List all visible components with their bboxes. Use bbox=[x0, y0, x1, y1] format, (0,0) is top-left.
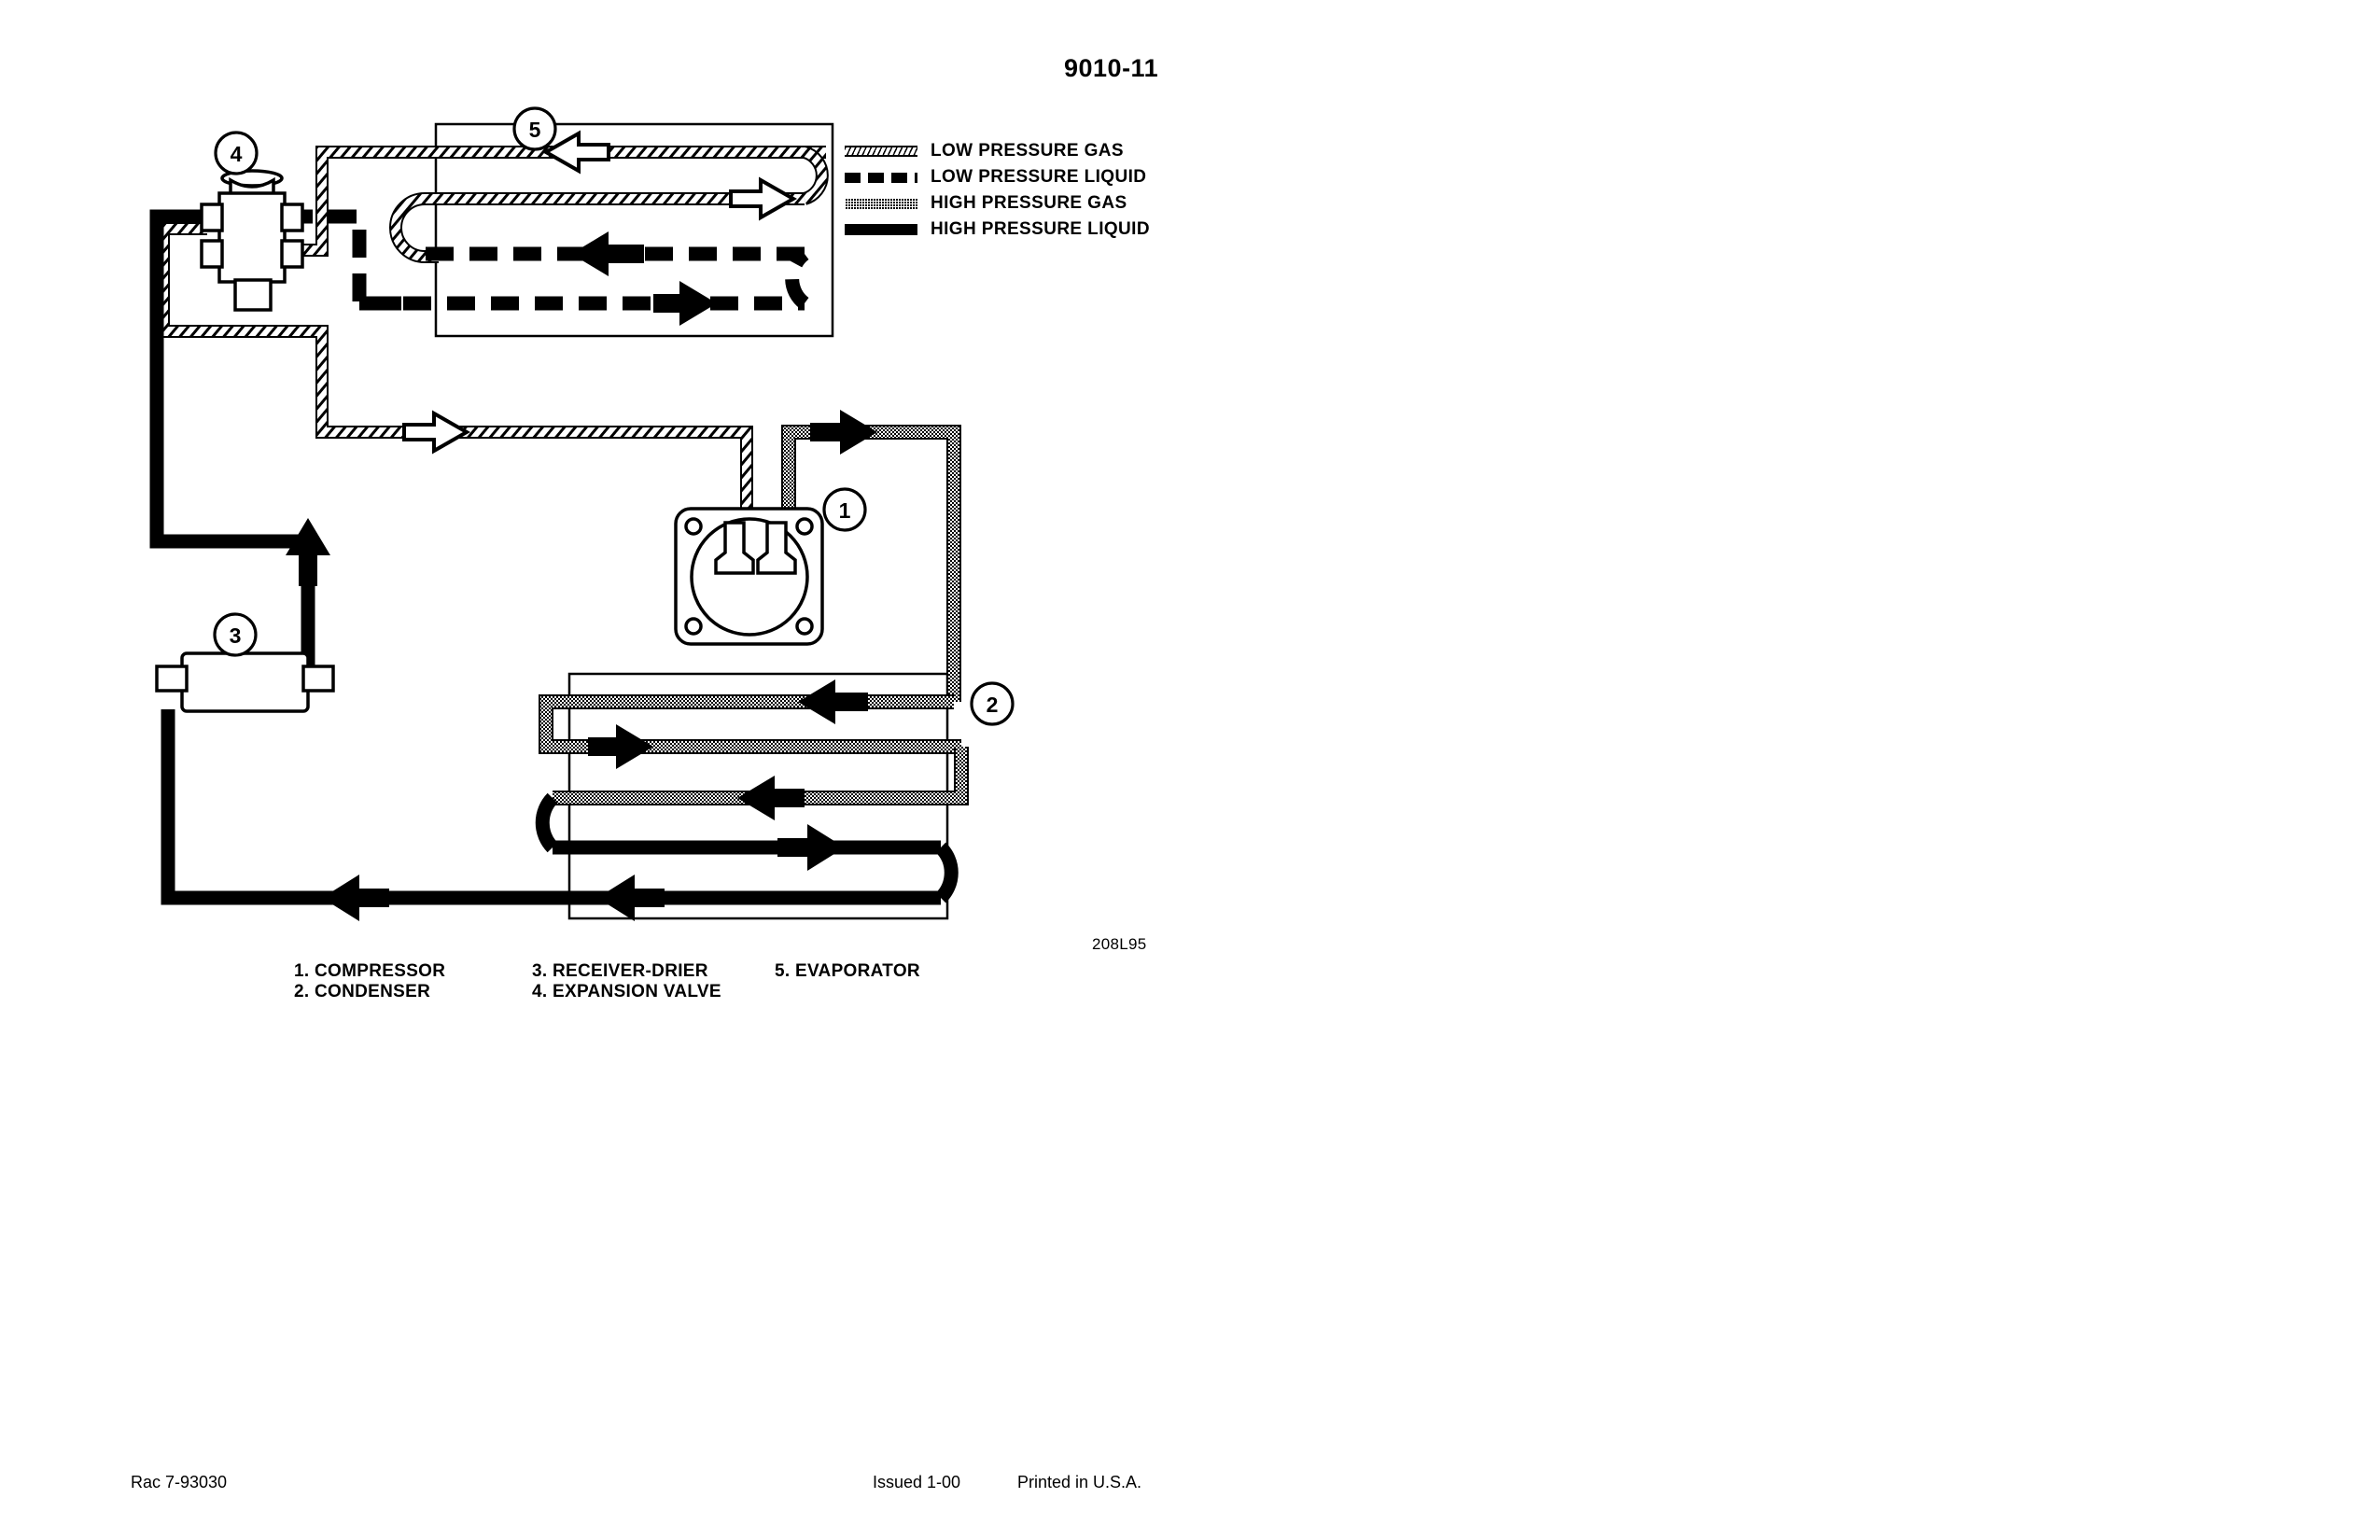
hpg-arrowheads bbox=[588, 410, 877, 820]
arrow-hpl-cond-pass3 bbox=[777, 824, 845, 871]
compressor-bolt-hole bbox=[684, 617, 703, 636]
component-list-item: 4. EXPANSION VALVE bbox=[532, 982, 721, 1001]
component-list-item: 3. RECEIVER-DRIER bbox=[532, 961, 708, 981]
legend-item-high-pressure-liquid: HIGH PRESSURE LIQUID bbox=[845, 217, 1150, 243]
arrow-hpl-cond-bottom-inner bbox=[597, 875, 665, 921]
callout-label: 2 bbox=[987, 693, 999, 717]
low-pressure-gas-swatch-icon bbox=[845, 146, 917, 157]
hpl-drier-to-valve bbox=[149, 209, 315, 670]
footer-print-origin: Printed in U.S.A. bbox=[1017, 1473, 1142, 1491]
page-number: 9010-11 bbox=[1064, 54, 1159, 82]
callout-evaporator: 5 bbox=[512, 106, 557, 151]
lpg-evap-left-ubend-fill bbox=[391, 194, 439, 261]
component-list-column-2: 3. RECEIVER-DRIER 4. EXPANSION VALVE bbox=[532, 961, 721, 1002]
footer-document-number: Rac 7-93030 bbox=[131, 1473, 228, 1491]
receiver-drier-outlet-port bbox=[301, 665, 335, 693]
callout-label: 5 bbox=[529, 118, 541, 142]
expansion-valve-outlet-port bbox=[280, 203, 304, 232]
hpl-cond-outlet-run bbox=[161, 709, 941, 905]
arrow-lpl-upper bbox=[571, 231, 644, 276]
low-pressure-liquid-line bbox=[285, 209, 809, 311]
arrow-lpg-suction bbox=[402, 410, 471, 455]
legend-item-low-pressure-liquid: LOW PRESSURE LIQUID bbox=[845, 164, 1150, 190]
arrow-hpl-cond-bottom-outer bbox=[322, 875, 389, 921]
figure-id: 208L95 bbox=[1092, 935, 1147, 953]
compressor-body bbox=[690, 517, 809, 637]
hpg-cond-pass-1-fill bbox=[540, 696, 961, 752]
callout-expansion-valve: 4 bbox=[214, 131, 259, 175]
arrow-hpl-to-drier bbox=[286, 518, 330, 586]
callout-label: 3 bbox=[230, 623, 242, 648]
callout-receiver-drier: 3 bbox=[213, 612, 258, 657]
callout-circle bbox=[512, 106, 557, 151]
lpl-valve-to-evap bbox=[285, 209, 422, 311]
legend-item-label: LOW PRESSURE GAS bbox=[931, 141, 1124, 161]
lpg-arrowheads bbox=[402, 130, 798, 455]
component-list-item: 1. COMPRESSOR bbox=[294, 961, 446, 981]
expansion-valve-bottom-stub bbox=[233, 278, 273, 312]
arrow-lpg-evap-lower bbox=[729, 176, 798, 221]
arrow-hpg-cond-1 bbox=[798, 679, 868, 724]
hpl-cond-right-ubend bbox=[935, 842, 959, 903]
arrow-hpg-cond-3 bbox=[737, 776, 805, 820]
hpl-cond-left-ubend bbox=[535, 792, 558, 853]
compressor-bolt-hole bbox=[795, 617, 814, 636]
footer-issue-date: Issued 1-00 bbox=[873, 1473, 961, 1491]
callout-circle bbox=[214, 131, 259, 175]
callout-condenser: 2 bbox=[970, 681, 1015, 726]
component-list-column-1: 1. COMPRESSOR 2. CONDENSER bbox=[294, 961, 445, 1002]
callout-circle bbox=[213, 612, 258, 657]
receiver-drier-component bbox=[155, 651, 335, 713]
compressor-discharge-port bbox=[756, 521, 797, 575]
legend-item-label: HIGH PRESSURE LIQUID bbox=[931, 219, 1150, 239]
callout-compressor: 1 bbox=[822, 487, 867, 532]
arrow-lpg-evap-top bbox=[541, 130, 610, 175]
expansion-valve-equalizer-port bbox=[200, 239, 224, 269]
arrow-hpg-cond-2 bbox=[588, 724, 653, 769]
receiver-drier-inlet-port bbox=[155, 665, 189, 693]
diagram-content: 1 2 3 4 5 bbox=[149, 106, 1015, 921]
expansion-valve-component bbox=[200, 169, 304, 312]
compressor-suction-port bbox=[714, 521, 755, 575]
evaporator-body bbox=[434, 122, 834, 338]
callout-label: 4 bbox=[231, 142, 243, 166]
high-pressure-gas-swatch-icon bbox=[845, 198, 917, 209]
lpl-arrowheads bbox=[571, 231, 717, 326]
high-pressure-liquid-swatch-icon bbox=[845, 224, 917, 235]
callout-label: 1 bbox=[839, 498, 851, 523]
legend-item-label: LOW PRESSURE LIQUID bbox=[931, 167, 1147, 187]
legend-item-low-pressure-gas: LOW PRESSURE GAS bbox=[845, 138, 1150, 164]
arrow-lpl-lower bbox=[653, 281, 717, 326]
lpl-evap-right-ubend bbox=[785, 247, 809, 310]
compressor-bolt-hole bbox=[684, 517, 703, 536]
component-list-item: 2. CONDENSER bbox=[294, 982, 431, 1001]
hpl-arrowheads bbox=[286, 518, 845, 921]
callout-circle bbox=[970, 681, 1015, 726]
compressor-bolt-hole bbox=[795, 517, 814, 536]
compressor-component bbox=[674, 507, 824, 646]
legend: LOW PRESSURE GAS LOW PRESSURE LIQUID HIG… bbox=[845, 138, 1150, 243]
legend-item-high-pressure-gas: HIGH PRESSURE GAS bbox=[845, 190, 1150, 217]
expansion-valve-body bbox=[217, 191, 287, 284]
arrow-hpg-discharge bbox=[810, 410, 877, 455]
receiver-drier-body bbox=[180, 651, 310, 713]
component-list-column-3: 5. EVAPORATOR bbox=[775, 961, 920, 982]
expansion-valve-inlet-port bbox=[200, 203, 224, 232]
hpg-cond-pass-2-fill bbox=[553, 747, 967, 804]
legend-item-label: HIGH PRESSURE GAS bbox=[931, 193, 1127, 213]
expansion-valve-sensing-port bbox=[280, 239, 304, 269]
component-list-item: 5. EVAPORATOR bbox=[775, 961, 920, 981]
callout-circle bbox=[822, 487, 867, 532]
low-pressure-liquid-swatch-icon bbox=[845, 172, 917, 183]
callouts: 1 2 3 4 5 bbox=[213, 106, 1015, 726]
lpg-evap-right-ubend-fill bbox=[803, 147, 827, 203]
